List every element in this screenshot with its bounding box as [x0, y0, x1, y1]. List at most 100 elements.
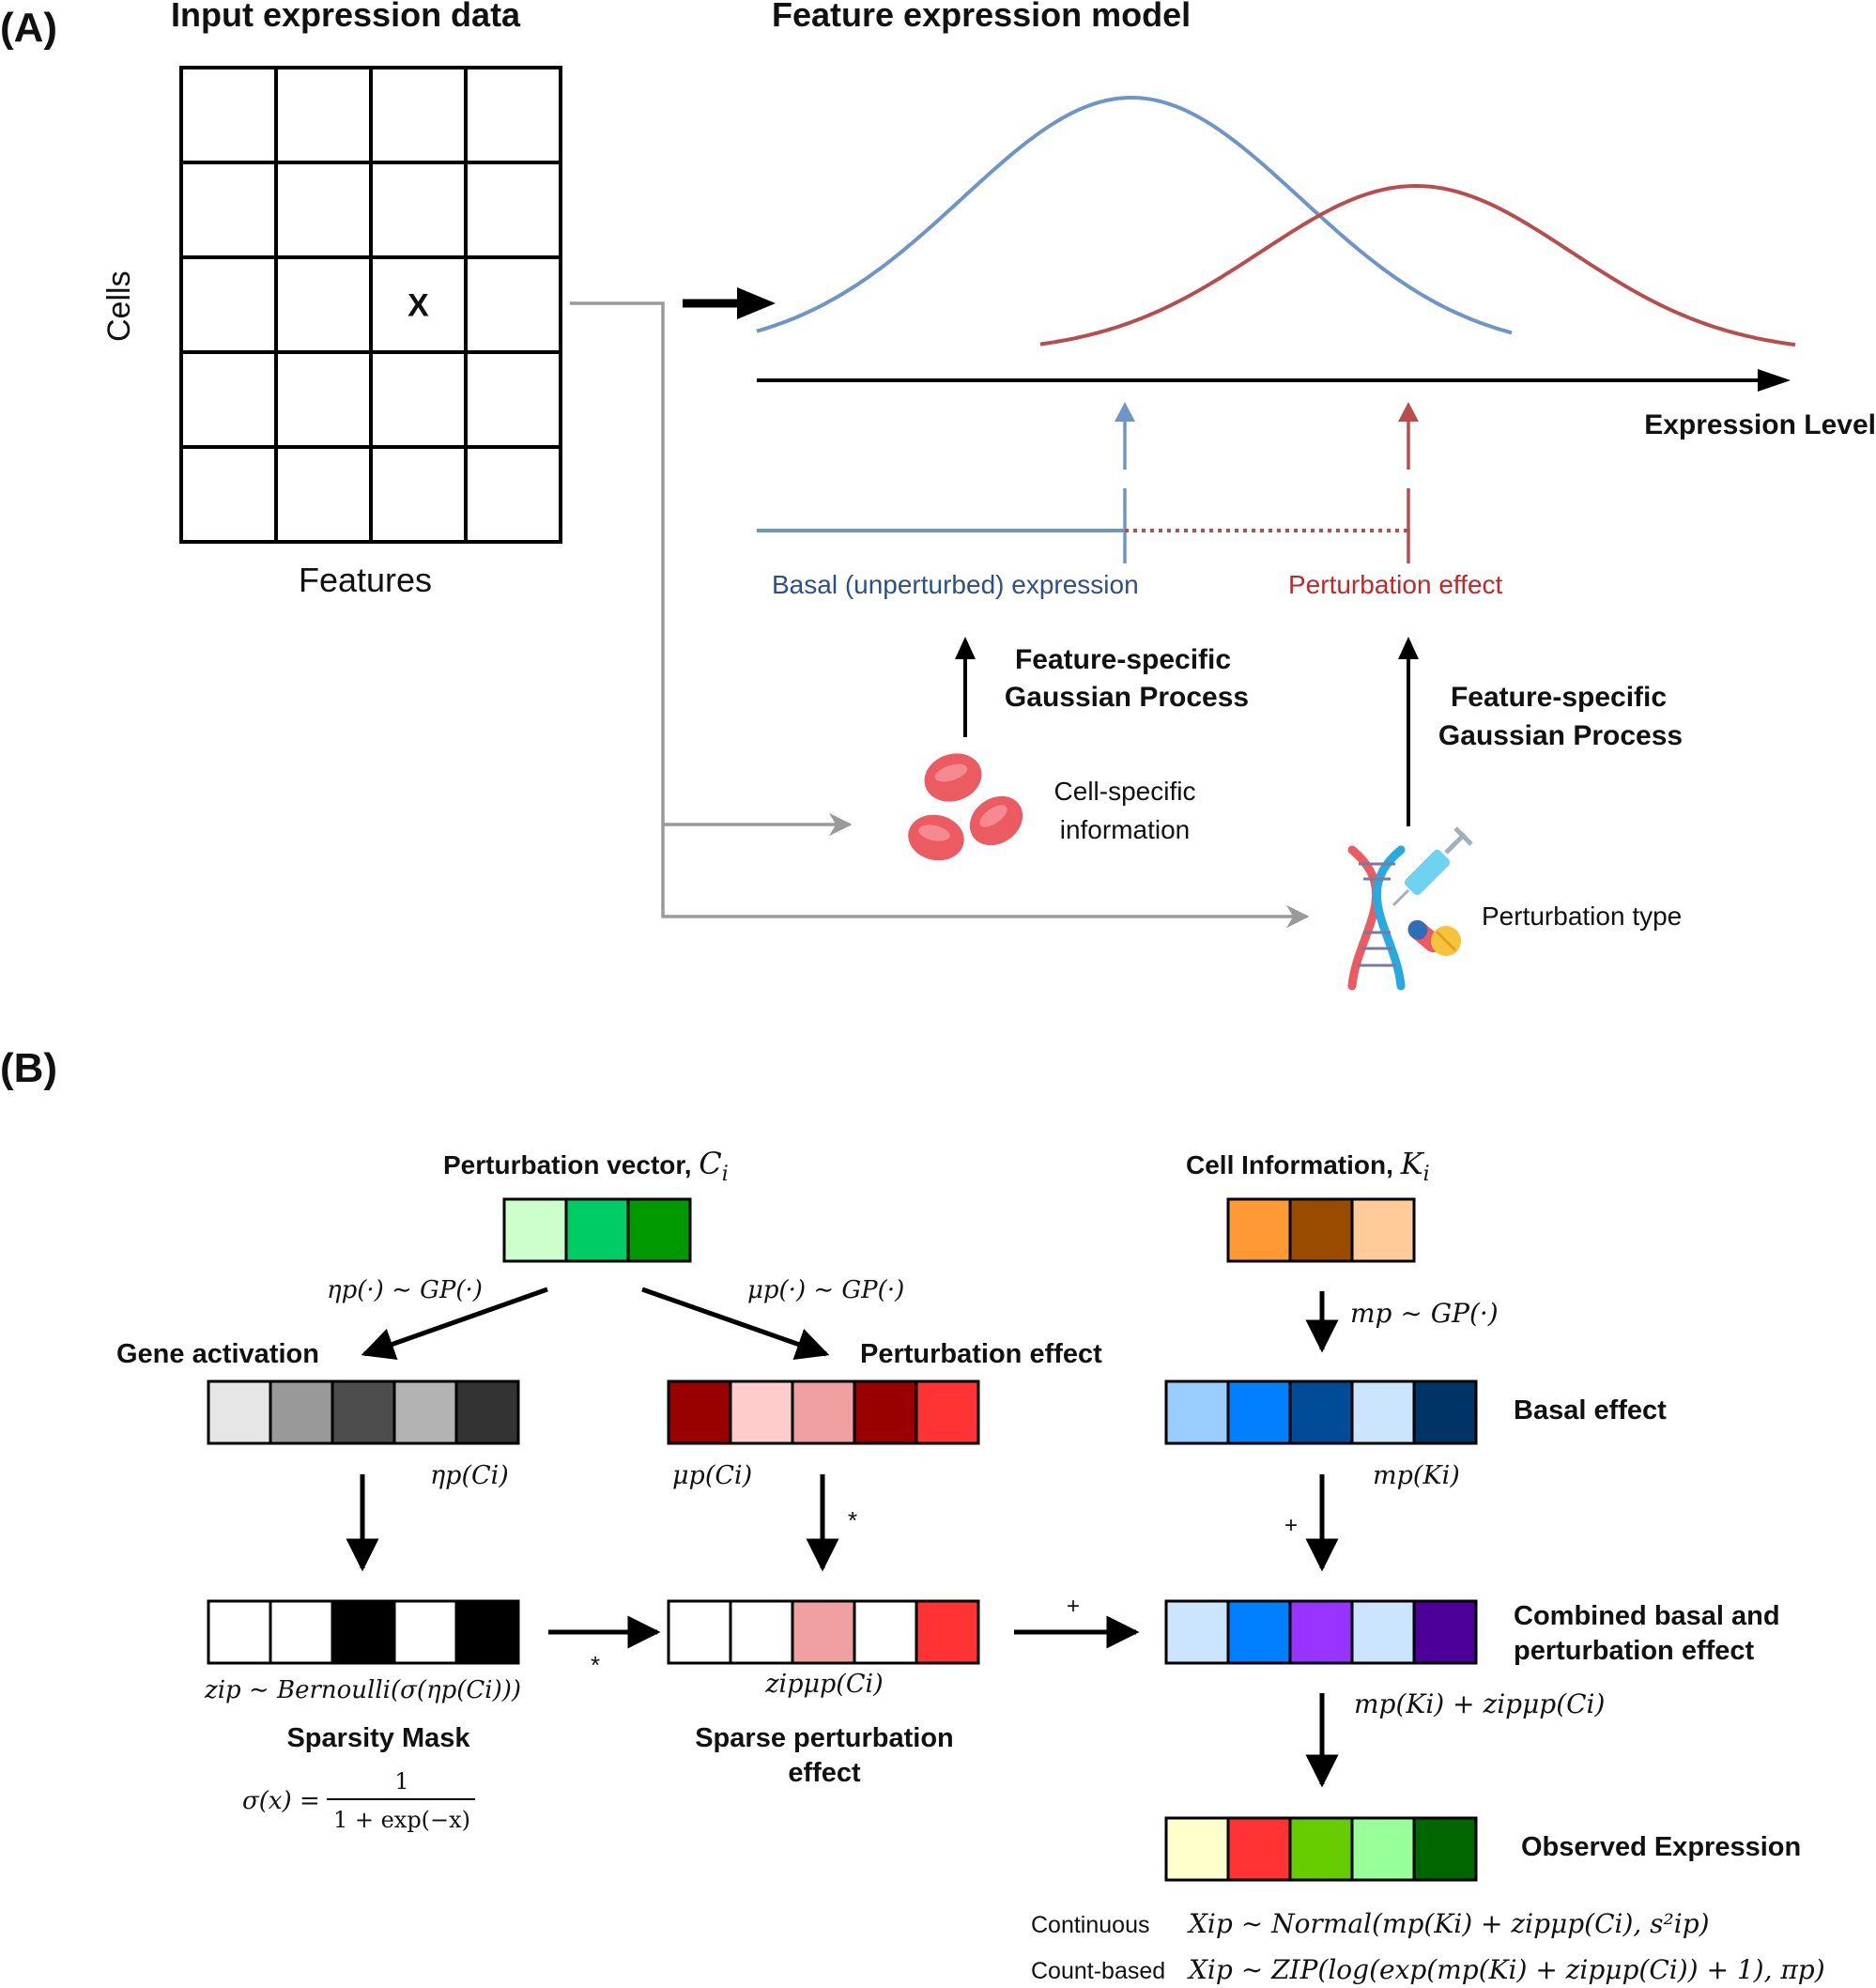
vector-cell: [1226, 1379, 1292, 1445]
sparse-title-line2: effect: [788, 1758, 861, 1788]
vector-cell: [1288, 1816, 1354, 1882]
vector-cell: [853, 1599, 918, 1665]
vector-cell: [667, 1379, 732, 1445]
matrix-cell: [179, 255, 278, 354]
sparse-title-line1: Sparse perturbation: [695, 1723, 954, 1753]
vector-cell: [729, 1599, 794, 1665]
panel-a-label: (A): [0, 5, 57, 51]
gp-basal-label-line1: Feature-specific: [1015, 644, 1231, 675]
count-based-label: Count-based: [1031, 1958, 1165, 1984]
vector-cell: [207, 1379, 272, 1445]
combined-title-line2: perturbation effect: [1514, 1636, 1755, 1666]
sigma-lhs: σ(x) =: [242, 1787, 320, 1815]
sparse-perturbation-vector: [667, 1599, 980, 1665]
vector-cell: [667, 1599, 732, 1665]
matrix-cell: [369, 161, 468, 259]
vector-cell: [1226, 1599, 1292, 1665]
perturbation-effect-title: Perturbation effect: [860, 1339, 1102, 1369]
gene-activation-vector: [207, 1379, 520, 1445]
vector-cell: [1412, 1599, 1478, 1665]
basal-effect-title: Basal effect: [1514, 1395, 1667, 1426]
vector-cell: [1288, 1599, 1354, 1665]
expression-level-label: Expression Level: [1644, 409, 1876, 440]
perturbation-effect-math: μp(Ci): [672, 1461, 752, 1490]
count-likelihood: Xip ∼ ZIP(log(exp(mp(Ki) + zipμp(Ci)) + …: [1187, 1954, 1825, 1985]
vector-cell: [269, 1379, 334, 1445]
vector-cell: [392, 1379, 458, 1445]
perturbation-type-label: Perturbation type: [1482, 902, 1682, 931]
mu-gp-formula: μp(·) ∼ GP(·): [747, 1276, 904, 1304]
basal-distribution-curve: [756, 96, 1513, 335]
m-gp-formula: mp ∼ GP(·): [1350, 1298, 1499, 1329]
plus-operator-horizontal: +: [1067, 1594, 1080, 1619]
matrix-cell: [179, 161, 278, 259]
gp-basal-label-line2: Gaussian Process: [1005, 682, 1249, 713]
panel-a: (A) Input expression data Feature expres…: [0, 0, 1876, 991]
vector-cell: [269, 1599, 334, 1665]
vector-cell: [626, 1197, 692, 1263]
vector-cell: [791, 1379, 856, 1445]
sparse-math: zipμp(Ci): [764, 1670, 883, 1699]
matrix-cell: [179, 445, 278, 544]
matrix-cell: [179, 66, 278, 164]
matrix-cell: [369, 66, 468, 164]
vector-cell: [1164, 1816, 1230, 1882]
vector-cell: [454, 1379, 520, 1445]
vector-cell: [454, 1599, 520, 1665]
arrow-to-perturbation-effect: [641, 1287, 830, 1361]
vector-cell: [1350, 1816, 1416, 1882]
vector-cell: [1164, 1379, 1230, 1445]
vector-cell: [791, 1599, 856, 1665]
matrix-cell: [274, 445, 373, 544]
mask-math: zip ∼ Bernoulli(σ(ηp(Ci))): [204, 1676, 521, 1704]
vector-cell: [1288, 1379, 1354, 1445]
vector-cell: [1412, 1379, 1478, 1445]
cell-info-label-line2: information: [1060, 815, 1191, 844]
combined-effect-vector: [1164, 1599, 1478, 1665]
vector-cell: [853, 1379, 918, 1445]
matrix-marker: X: [407, 288, 429, 324]
basal-expression-label: Basal (unperturbed) expression: [772, 570, 1139, 599]
matrix-cell: [464, 161, 562, 259]
matrix-cell: [179, 350, 278, 449]
vector-cell: [331, 1379, 396, 1445]
gene-activation-math: ηp(Ci): [430, 1461, 509, 1490]
vector-cell: [915, 1379, 980, 1445]
perturbation-effect-vector: [667, 1379, 980, 1445]
basal-effect-math: mp(Ki): [1373, 1461, 1460, 1490]
vector-cell: [1350, 1197, 1416, 1263]
matrix-cell: [464, 66, 562, 164]
vector-cell: [1226, 1197, 1292, 1263]
gp-arrow-perturbation: [1398, 637, 1419, 826]
combined-math: mp(Ki) + zipμp(Ci): [1354, 1688, 1605, 1719]
model-title: Feature expression model: [772, 0, 1191, 34]
matrix-cell: [274, 66, 373, 164]
continuous-likelihood: Xip ∼ Normal(mp(Ki) + zipμp(Ci), s²ip): [1187, 1908, 1710, 1939]
cell-information-title: Cell Information, Ki: [1186, 1146, 1430, 1186]
cells-axis-label: Cells: [101, 270, 137, 342]
sparsity-mask-vector: [207, 1599, 520, 1665]
eta-gp-formula: ηp(·) ∼ GP(·): [327, 1276, 483, 1304]
sigma-numerator: 1: [394, 1768, 408, 1795]
matrix-cell: [274, 161, 373, 259]
observed-expression-vector: [1164, 1816, 1478, 1882]
gp-perturb-label-line2: Gaussian Process: [1438, 720, 1683, 751]
gp-arrow-basal: [955, 637, 976, 737]
vector-cell: [564, 1197, 630, 1263]
panel-b: (B) Perturbation vector, Ci Cell Informa…: [0, 1045, 1825, 1985]
matrix-cell: [464, 445, 562, 544]
features-axis-label: Features: [299, 561, 432, 599]
vector-cell: [331, 1599, 396, 1665]
panel-b-label: (B): [0, 1045, 57, 1091]
mult-operator-horizontal: *: [591, 1651, 600, 1679]
expression-matrix: X: [179, 66, 562, 544]
matrix-cell: [274, 255, 373, 354]
matrix-cell: [274, 350, 373, 449]
basal-mean-arrowhead: [1115, 402, 1135, 422]
matrix-cell: [464, 350, 562, 449]
vector-cell: [207, 1599, 272, 1665]
matrix-cell: [464, 255, 562, 354]
sigma-denominator: 1 + exp(−x): [333, 1807, 470, 1833]
cell-information-vector: [1226, 1197, 1416, 1263]
